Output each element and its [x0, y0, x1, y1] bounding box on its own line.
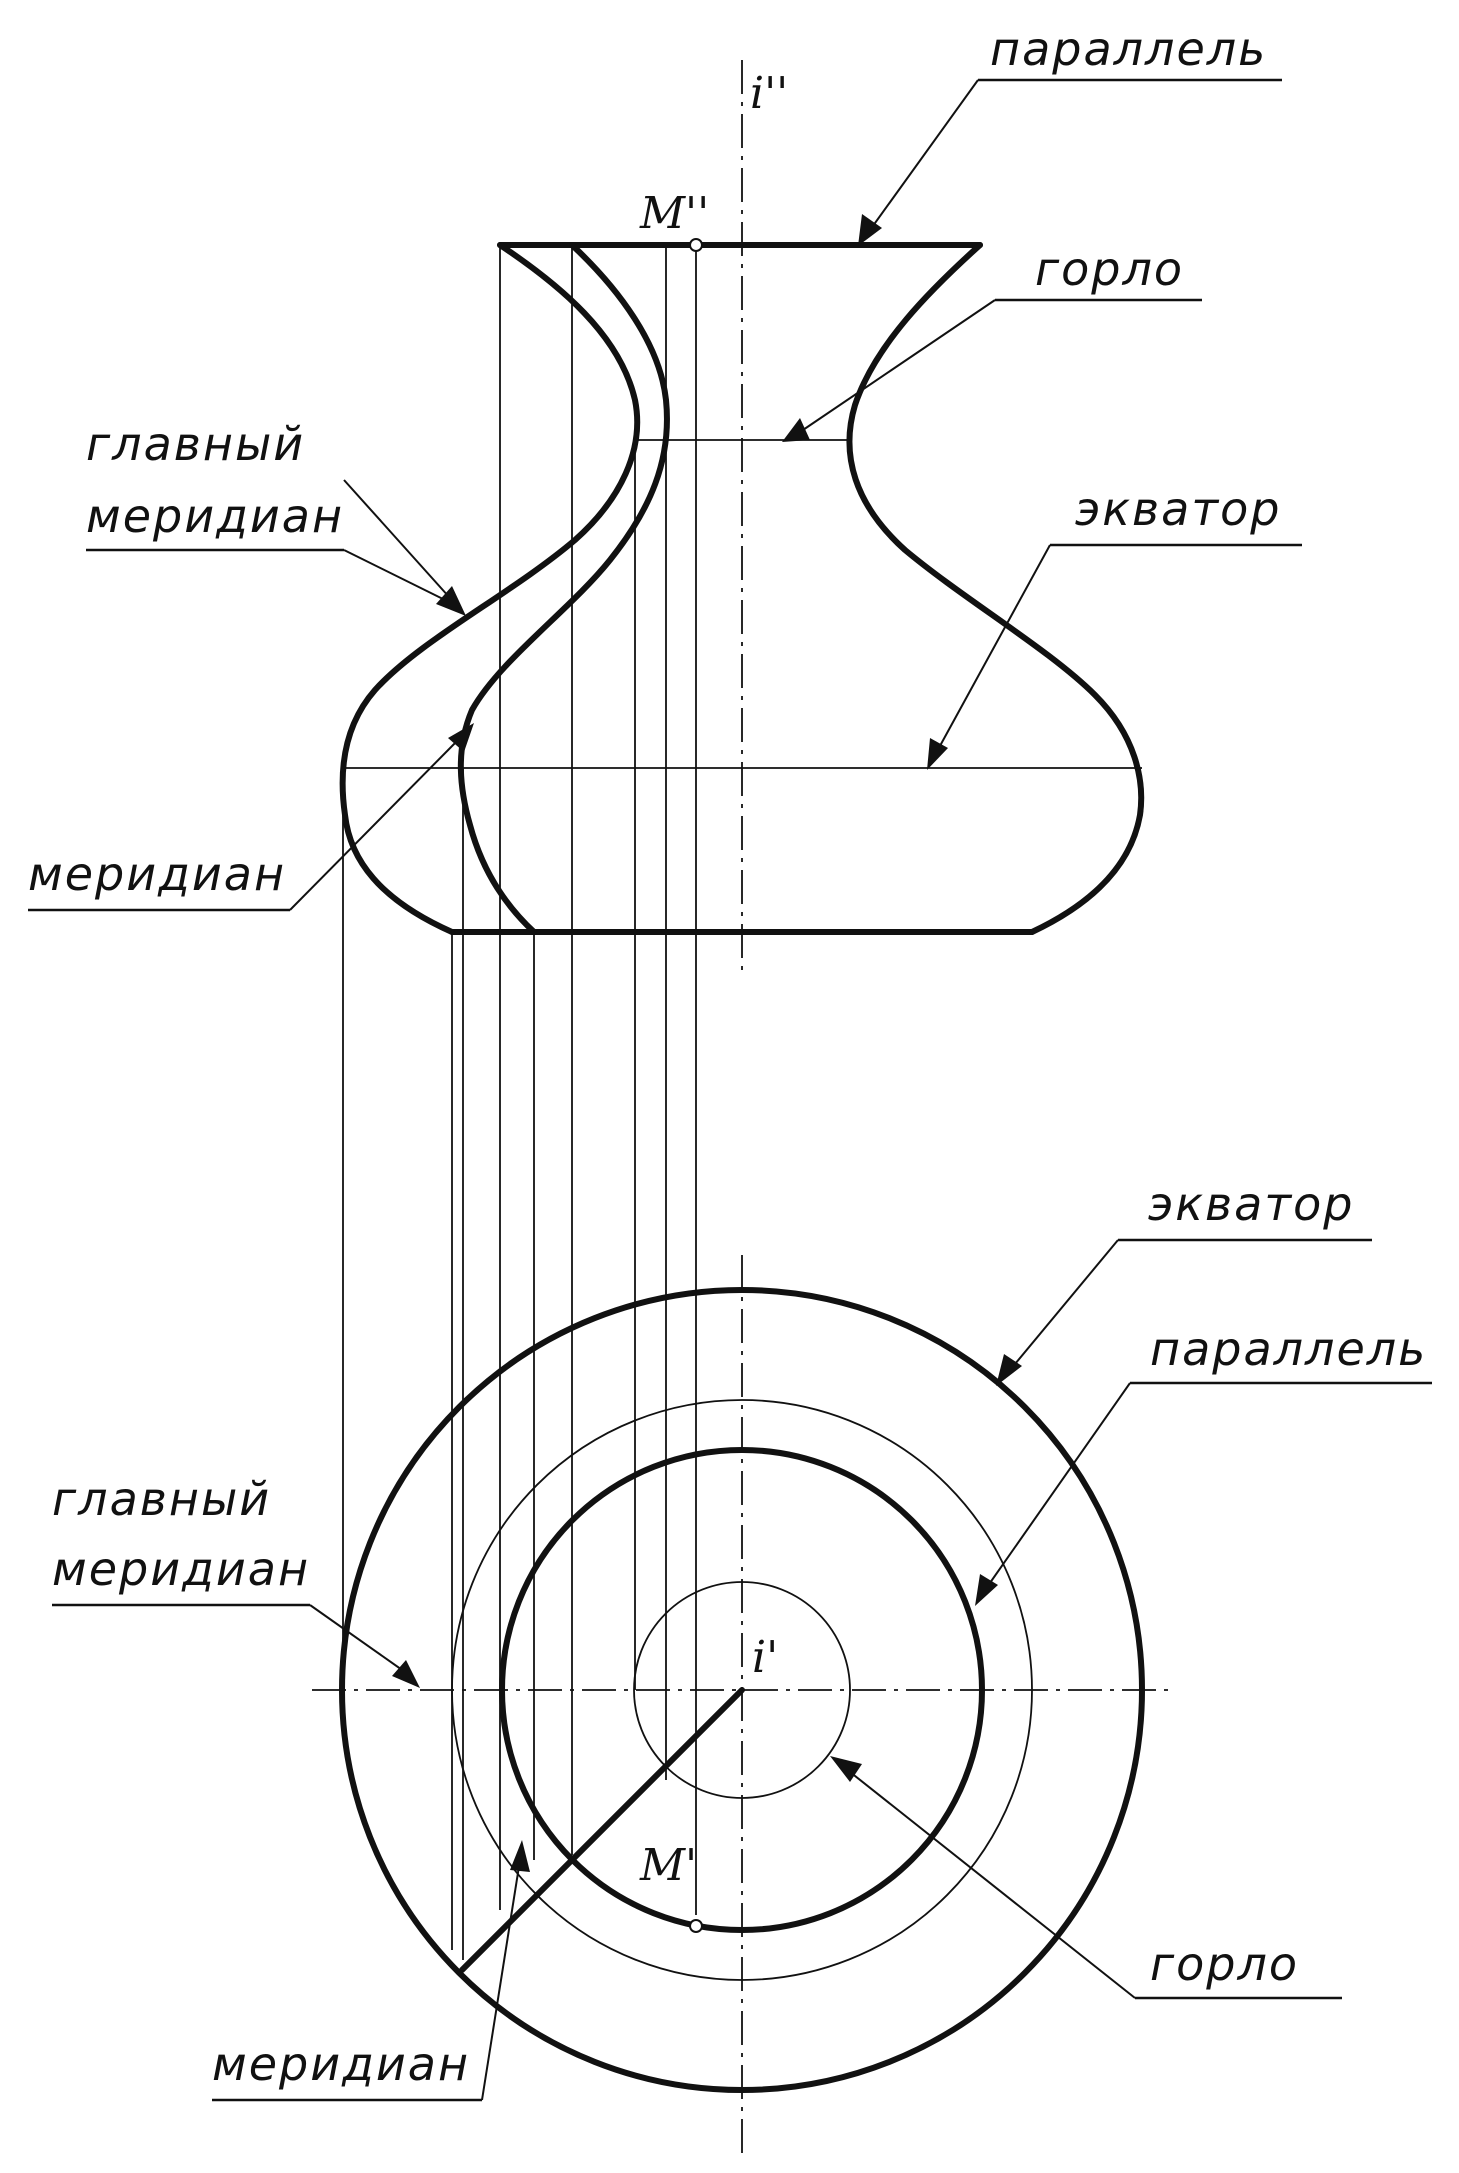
top-parallel-circle [499, 1447, 985, 1933]
top-thin-circle [451, 1399, 1033, 1981]
label-front-throat: горло [1035, 242, 1184, 296]
arrow-icon [510, 1840, 530, 1872]
arrow-icon [392, 1660, 420, 1688]
arrow-icon [858, 214, 882, 246]
arrow-icon [782, 418, 810, 442]
top-throat-circle [633, 1581, 851, 1799]
label-front-parallel: параллель [990, 22, 1267, 76]
point-m-top [689, 1919, 703, 1933]
inner-meridian [457, 242, 670, 935]
label-axis-front: i'' [750, 68, 788, 119]
arrow-icon [975, 1574, 998, 1606]
top-equator-circle [339, 1287, 1145, 2093]
projection-lines [342, 245, 697, 1960]
label-top-equator: экватор [1148, 1177, 1354, 1231]
label-axis-top: i' [752, 1632, 778, 1683]
annotations: i'' M'' параллель горло главный меридиан… [28, 22, 1432, 2102]
arrow-icon [436, 586, 466, 616]
label-top-parallel: параллель [1150, 1322, 1427, 1376]
arrow-icon [927, 738, 948, 770]
front-view [339, 60, 1145, 1960]
label-front-equator: экватор [1075, 482, 1281, 536]
top-view [312, 1255, 1172, 2160]
label-top-meridian: меридиан [212, 2037, 470, 2091]
label-top-main-meridian-1: главный [52, 1472, 271, 1526]
label-top-main-meridian-2: меридиан [52, 1542, 310, 1596]
right-outline [846, 242, 1145, 935]
label-point-front: M'' [639, 188, 709, 239]
arrow-icon [830, 1756, 862, 1782]
arrow-icon [448, 723, 474, 752]
label-top-throat: горло [1150, 1937, 1299, 1991]
label-point-top: M' [639, 1840, 697, 1891]
top-meridian-line [459, 1687, 745, 1973]
main-meridian-left [339, 242, 641, 935]
label-front-meridian: меридиан [28, 847, 286, 901]
arrow-icon [996, 1354, 1022, 1386]
label-front-main-meridian-2: меридиан [86, 489, 344, 543]
label-front-main-meridian-1: главный [86, 417, 305, 471]
point-m-front [689, 238, 703, 252]
